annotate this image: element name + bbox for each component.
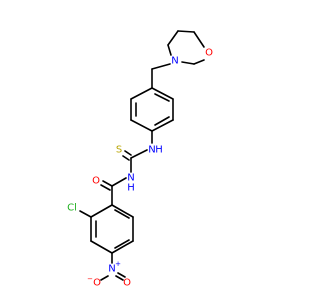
bond (114, 239, 130, 249)
bond (117, 272, 126, 278)
bond (167, 44, 172, 56)
bond (193, 59, 205, 65)
bond (90, 240, 113, 254)
bond (167, 30, 179, 46)
bond (151, 87, 174, 100)
nitro-nitrogen-label: N (108, 264, 115, 275)
bond (111, 177, 127, 187)
atom-labels: O N N H S N H O Cl N + O − O (67, 48, 213, 289)
bond (102, 180, 113, 187)
molecule-structure: O N N H S N H O Cl N + O − O (67, 30, 213, 289)
bond (79, 210, 92, 218)
thioamide-nitrogen-label: N (148, 145, 155, 156)
amide-hydrogen-label: H (127, 183, 135, 194)
bond (100, 275, 109, 281)
bond (151, 63, 171, 70)
amide-nitrogen-label: N (127, 173, 134, 184)
morpholine-nitrogen-label: N (171, 56, 178, 67)
morpholine-oxygen-label: O (205, 48, 213, 59)
bond (111, 204, 134, 218)
bond (122, 155, 130, 161)
bond (130, 87, 153, 100)
bond (114, 209, 130, 219)
bond (111, 240, 134, 254)
nitro-oxygen-left-label: O (93, 278, 101, 289)
thiocarbonyl-sulfur-label: S (116, 145, 122, 156)
chlorine-label: Cl (67, 203, 77, 214)
thioamide-hydrogen-label: H (155, 145, 163, 156)
bond (130, 119, 153, 132)
nitro-oxygen-right-label: O (123, 278, 131, 289)
nitro-nitrogen-charge: + (115, 260, 121, 268)
nitro-oxygen-left-charge: − (87, 275, 93, 283)
bond (154, 93, 170, 102)
bond (154, 116, 170, 126)
bond (90, 204, 113, 218)
bond (181, 61, 195, 65)
bond (193, 31, 205, 48)
bond (100, 184, 111, 191)
bonds (79, 30, 205, 281)
bond (151, 119, 174, 132)
carbonyl-oxygen-label: O (92, 176, 100, 187)
bond (130, 149, 148, 159)
bond (115, 275, 124, 281)
bond (124, 150, 132, 156)
bond (177, 30, 195, 33)
